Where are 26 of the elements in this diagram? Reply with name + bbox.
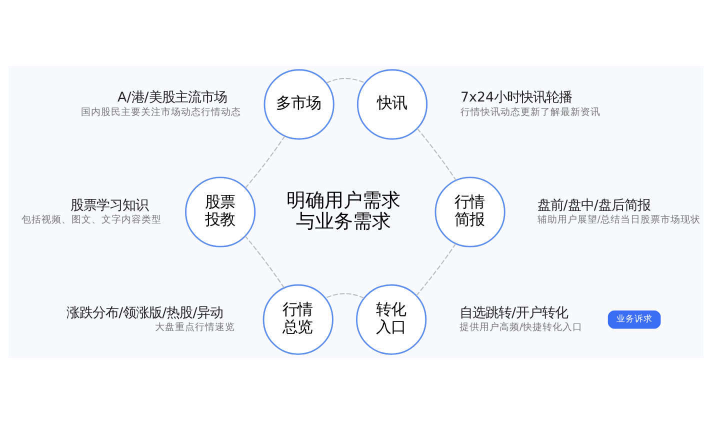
node-label: 行情快讯动态更新了解最新资讯 <box>460 106 600 118</box>
node-circle: 股票投教 <box>185 176 256 247</box>
node-label: 大盘重点行情速览 <box>155 322 236 333</box>
node-label: 7x24小时快讯轮播 <box>460 90 572 106</box>
node-circle: 行情简报 <box>434 176 506 247</box>
connector <box>244 135 286 188</box>
connector <box>416 242 456 296</box>
node-label: 包括视频、图文、文字内容类型 <box>21 214 162 226</box>
connector <box>326 78 366 83</box>
node-label: 盘前/盘中/盘后简报 <box>537 198 650 213</box>
node-label: 自选跳转/开户转化 <box>459 305 568 320</box>
node-label: 辅助用户展望/总结当日股票市场现状 <box>537 214 701 226</box>
node-label: 国内股民主要关注市场动态行情动态 <box>81 106 242 118</box>
node-label: 涨跌分布/领涨版/热股/异动 <box>66 305 224 320</box>
node-circle: 行情总览 <box>262 284 334 354</box>
node-label: A/港/美股主流市场 <box>118 90 227 106</box>
connector <box>324 292 364 298</box>
label: 明确用户需求与业务需求 <box>286 188 401 232</box>
node-circle: 多市场 <box>264 68 334 140</box>
node-label: 股票学习知识 <box>70 198 148 213</box>
node-label: 提供用户高频/快捷转化入口 <box>459 322 583 333</box>
connector <box>416 128 456 180</box>
node-box: 业务诉求 <box>608 310 661 328</box>
connector <box>244 235 285 288</box>
node-circle: 转化入口 <box>356 284 427 354</box>
node-circle: 快讯 <box>356 68 428 140</box>
